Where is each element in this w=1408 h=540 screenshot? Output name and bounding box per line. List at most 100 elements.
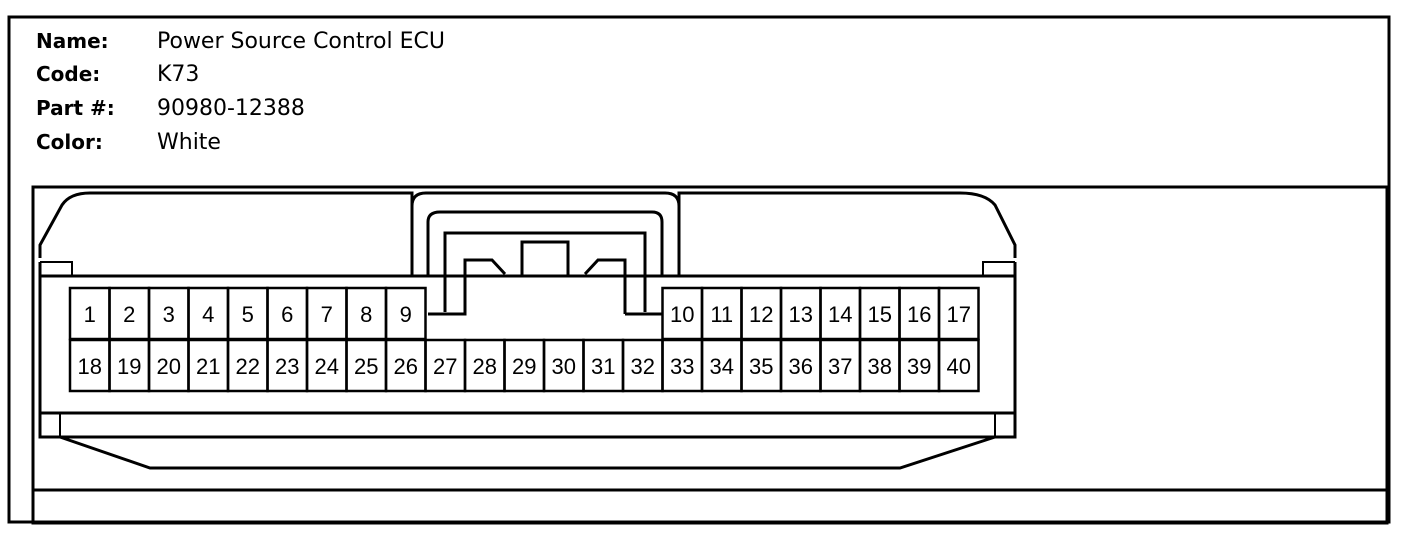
pin-number: 39	[907, 354, 931, 379]
pin-number: 40	[947, 354, 971, 379]
pin-number: 3	[163, 302, 175, 327]
pin-29: 29	[503, 338, 546, 393]
pin-10: 10	[661, 286, 704, 341]
pin-39: 39	[898, 338, 941, 393]
pin-30: 30	[542, 338, 585, 393]
pin-number: 32	[631, 354, 655, 379]
pin-number: 33	[670, 354, 694, 379]
pin-number: 1	[84, 302, 96, 327]
pin-36: 36	[779, 338, 822, 393]
pin-number: 30	[552, 354, 576, 379]
lock-tab-outer	[410, 191, 681, 276]
pin-21: 21	[187, 338, 230, 393]
pin-number: 10	[670, 302, 694, 327]
pin-2: 2	[108, 286, 151, 341]
pin-number: 27	[433, 354, 457, 379]
connector-info: Name: Power Source Control ECU Code: K73…	[36, 29, 445, 155]
lock-tab-inner	[426, 210, 664, 276]
pin-number: 38	[868, 354, 892, 379]
pin-12: 12	[740, 286, 783, 341]
pin-32: 32	[621, 338, 664, 393]
pin-1: 1	[68, 286, 111, 341]
pin-33: 33	[661, 338, 704, 393]
pin-13: 13	[779, 286, 822, 341]
pin-number: 8	[360, 302, 372, 327]
pin-28: 28	[463, 338, 506, 393]
info-frame	[7, 15, 1391, 524]
pin-5: 5	[226, 286, 269, 341]
pin-35: 35	[740, 338, 783, 393]
color-value: White	[157, 130, 221, 155]
pin-15: 15	[858, 286, 901, 341]
part-value: 90980-12388	[157, 96, 305, 121]
pin-24: 24	[305, 338, 348, 393]
pin-19: 19	[108, 338, 151, 393]
pin-number: 14	[828, 302, 852, 327]
code-value: K73	[157, 62, 199, 87]
lock-key	[520, 240, 570, 278]
pin-number: 9	[400, 302, 412, 327]
housing-inner-line	[40, 261, 1015, 276]
pin-number: 11	[710, 302, 733, 327]
pin-26: 26	[384, 338, 427, 393]
pin-number: 25	[354, 354, 378, 379]
pin-number: 26	[394, 354, 418, 379]
pin-38: 38	[858, 338, 901, 393]
pin-number: 6	[281, 302, 293, 327]
name-value: Power Source Control ECU	[157, 29, 445, 54]
pin-6: 6	[266, 286, 309, 341]
pin-17: 17	[937, 286, 980, 341]
connector-housing	[38, 191, 1017, 470]
pin-number: 16	[907, 302, 931, 327]
name-label: Name:	[36, 29, 109, 53]
pin-number: 22	[236, 354, 260, 379]
pin-27: 27	[424, 338, 467, 393]
pin-23: 23	[266, 338, 309, 393]
pin-number: 34	[710, 354, 734, 379]
pin-8: 8	[345, 286, 388, 341]
pin-number: 20	[157, 354, 181, 379]
lock-latch-inner	[428, 258, 662, 316]
pin-7: 7	[305, 286, 348, 341]
pin-number: 15	[868, 302, 892, 327]
pin-number: 12	[749, 302, 773, 327]
pin-number: 31	[591, 354, 615, 379]
pin-number: 7	[321, 302, 333, 327]
pin-number: 28	[473, 354, 497, 379]
pin-number: 18	[78, 354, 102, 379]
pin-22: 22	[226, 338, 269, 393]
pin-number: 13	[789, 302, 813, 327]
housing-bottom-taper	[59, 435, 996, 470]
pin-number: 2	[123, 302, 135, 327]
pin-20: 20	[147, 338, 190, 393]
pin-9: 9	[384, 286, 427, 341]
diagram-frame	[31, 185, 1389, 525]
pin-number: 5	[242, 302, 254, 327]
pin-number: 17	[947, 302, 971, 327]
pin-number: 24	[315, 354, 339, 379]
code-label: Code:	[36, 62, 100, 86]
pin-number: 19	[117, 354, 141, 379]
pin-40: 40	[937, 338, 980, 393]
pin-4: 4	[187, 286, 230, 341]
pin-number: 4	[202, 302, 214, 327]
pin-16: 16	[898, 286, 941, 341]
pin-number: 35	[749, 354, 773, 379]
pin-3: 3	[147, 286, 190, 341]
housing-side-tabs	[59, 413, 996, 437]
pin-cell	[937, 338, 980, 393]
pin-11: 11	[700, 286, 743, 341]
pin-14: 14	[819, 286, 862, 341]
pin-31: 31	[582, 338, 625, 393]
housing-top-outline	[38, 191, 1017, 276]
pin-number: 29	[512, 354, 536, 379]
pin-25: 25	[345, 338, 388, 393]
lock-latch	[443, 231, 647, 312]
color-label: Color:	[36, 130, 103, 154]
pin-37: 37	[819, 338, 862, 393]
pin-34: 34	[700, 338, 743, 393]
part-label: Part #:	[36, 96, 115, 120]
pin-number: 37	[828, 354, 852, 379]
